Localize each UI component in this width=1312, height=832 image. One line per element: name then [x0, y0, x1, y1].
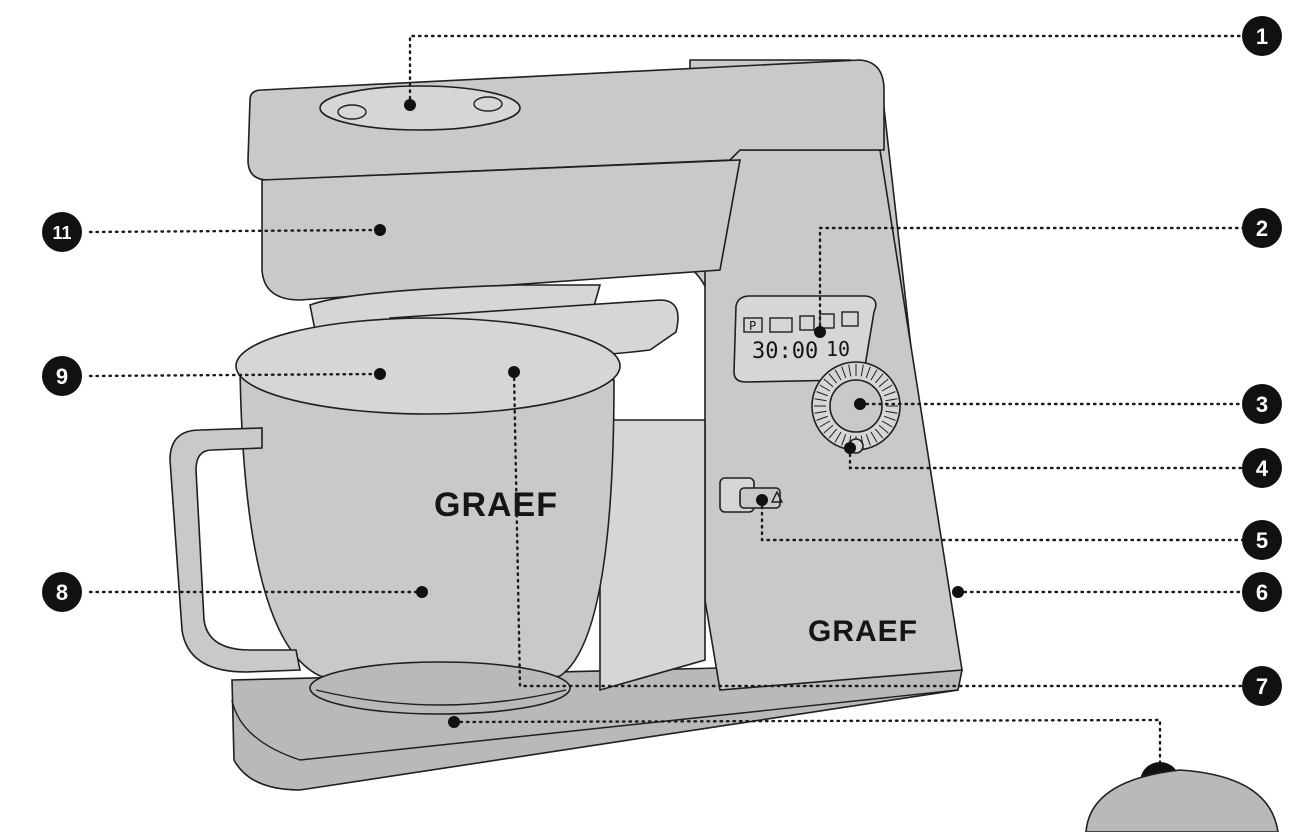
- attachment-disc: [1085, 769, 1279, 832]
- dial-tick: [874, 428, 884, 439]
- housing-logo: GRAEF: [808, 615, 918, 648]
- dial-tick: [884, 415, 896, 421]
- dial-tick: [834, 369, 842, 381]
- dial-tick: [814, 410, 827, 414]
- dial-tick: [865, 434, 871, 446]
- dial-tick: [884, 391, 896, 397]
- dial-tick: [881, 420, 893, 428]
- program-key: P: [749, 319, 756, 333]
- dial-tick: [823, 378, 834, 388]
- callout-6: 6: [1242, 572, 1282, 612]
- dial-tick: [841, 366, 847, 378]
- callout-11: 11: [42, 212, 82, 252]
- svg-text:2: 2: [1256, 216, 1268, 241]
- callout-8: 8: [42, 572, 82, 612]
- callout-3: 3: [1242, 384, 1282, 424]
- dial-tick: [814, 398, 827, 402]
- dial-tick: [819, 384, 831, 392]
- dial-tick: [870, 431, 878, 443]
- timer-display: 30:00: [752, 339, 818, 364]
- dial-tick: [874, 373, 884, 384]
- dial-tick: [834, 431, 842, 443]
- callout-5: 5: [1242, 520, 1282, 560]
- head-release-button: [719, 477, 784, 513]
- callout-7: 7: [1242, 666, 1282, 706]
- dial-tick: [860, 364, 864, 377]
- dial-tick: [841, 434, 847, 446]
- bowl-logo: GRAEF: [434, 486, 558, 524]
- dial-tick: [885, 398, 898, 402]
- dial-tick: [828, 428, 838, 439]
- svg-text:6: 6: [1256, 580, 1268, 605]
- dial-tick: [865, 366, 871, 378]
- callout-leaders: [88, 34, 1256, 778]
- callout-dots: [374, 99, 964, 728]
- callout-9: 9: [42, 356, 82, 396]
- callout-1: 1: [1242, 16, 1282, 56]
- svg-text:1: 1: [1256, 24, 1268, 49]
- control-panel: P 30:00 10: [733, 295, 877, 383]
- dial-tick: [878, 424, 889, 434]
- mixer-head: [247, 59, 885, 301]
- mixing-bowl: [169, 317, 621, 715]
- callout-4: 4: [1242, 448, 1282, 488]
- svg-text:7: 7: [1256, 674, 1268, 699]
- dial-tick: [870, 369, 878, 381]
- dial-tick: [885, 410, 898, 414]
- dial-tick: [816, 391, 828, 397]
- dial-tick: [878, 378, 889, 388]
- svg-text:9: 9: [56, 364, 68, 389]
- callout-2: 2: [1242, 208, 1282, 248]
- dial-tick: [819, 420, 831, 428]
- svg-text:4: 4: [1256, 456, 1269, 481]
- dial-tick: [816, 415, 828, 421]
- dial-tick: [828, 373, 838, 384]
- dial-tick: [823, 424, 834, 434]
- dial-tick: [881, 384, 893, 392]
- svg-text:8: 8: [56, 580, 68, 605]
- dial-tick: [848, 364, 852, 377]
- svg-text:3: 3: [1256, 392, 1268, 417]
- svg-text:11: 11: [52, 223, 71, 243]
- speed-display: 10: [826, 337, 850, 361]
- svg-text:5: 5: [1256, 528, 1268, 553]
